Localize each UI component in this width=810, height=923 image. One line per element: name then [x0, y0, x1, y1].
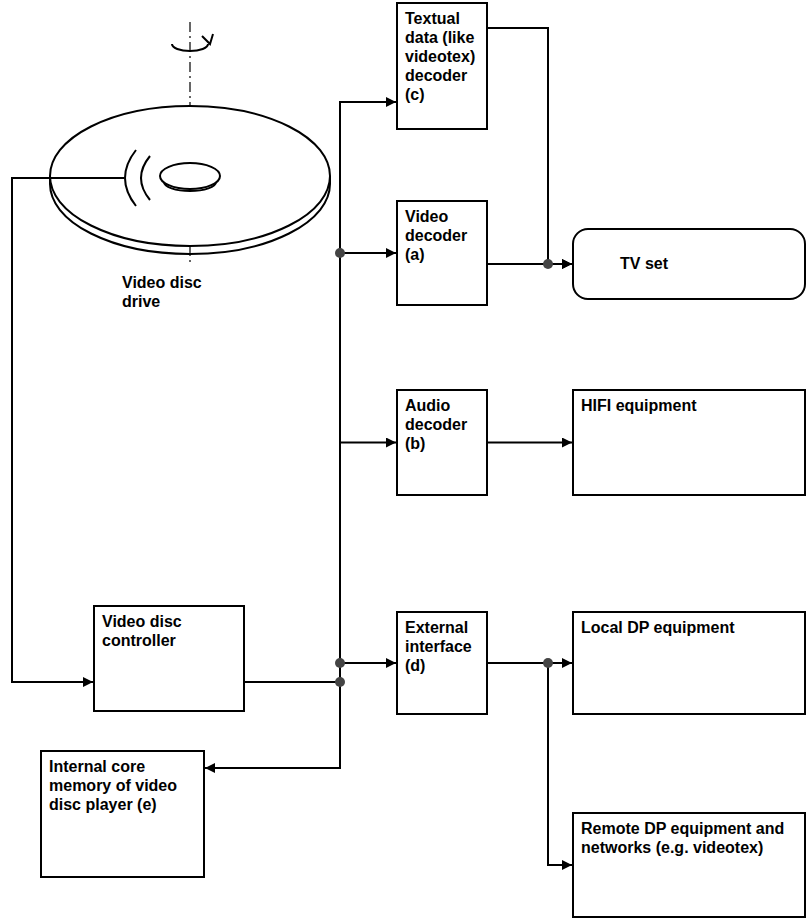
axis-line — [189, 22, 190, 110]
connector-arrow — [245, 663, 396, 682]
connector-arrow — [488, 663, 572, 865]
disc-groove — [125, 150, 136, 206]
decoder-box: Textual data (like videotex) decoder (c) — [396, 2, 488, 130]
equipment-box: Local DP equipment — [572, 611, 806, 715]
connector-arrow — [245, 443, 396, 683]
interface-box: External interface (d) — [396, 611, 488, 715]
node-label: External interface (d) — [405, 619, 479, 676]
connector-arrow — [488, 442, 572, 444]
disc-hole — [160, 163, 220, 189]
node-label: Remote DP equipment and networks (e.g. v… — [581, 820, 797, 858]
junction-dot — [335, 677, 345, 687]
disc-hole-inner — [164, 182, 216, 191]
disc-drive: Video disc drive — [50, 30, 330, 320]
equipment-box: HIFI equipment — [572, 389, 806, 496]
connector-arrow — [488, 263, 572, 265]
decoder-box: Audio decoder (b) — [396, 389, 488, 496]
memory-box: Internal core memory of video disc playe… — [40, 750, 205, 878]
node-label: Internal core memory of video disc playe… — [49, 758, 196, 815]
rotation-arrow-head — [202, 34, 213, 44]
junction-dot — [543, 658, 553, 668]
junction-dot — [543, 259, 553, 269]
node-label: HIFI equipment — [581, 397, 797, 416]
node-label: Video decoder (a) — [405, 208, 479, 265]
tv-set-box: TV set — [572, 228, 806, 300]
connector-arrow — [245, 253, 396, 682]
node-label: Textual data (like videotex) decoder (c) — [405, 10, 479, 104]
node-label: Audio decoder (b) — [405, 397, 479, 454]
node-label: Local DP equipment — [581, 619, 797, 638]
node-label: Video disc controller — [102, 613, 236, 651]
disc-top — [50, 106, 330, 246]
connector-arrow — [488, 28, 572, 264]
junction-dot — [335, 248, 345, 258]
connector-arrow — [245, 102, 396, 682]
node-label: TV set — [620, 255, 797, 274]
decoder-box: Video decoder (a) — [396, 200, 488, 306]
equipment-box: Remote DP equipment and networks (e.g. v… — [572, 812, 806, 918]
axis-line — [189, 246, 190, 262]
disc-groove — [141, 156, 150, 200]
junction-dot — [335, 658, 345, 668]
node-label: Video disc drive — [122, 274, 222, 312]
controller-box: Video disc controller — [93, 605, 245, 712]
